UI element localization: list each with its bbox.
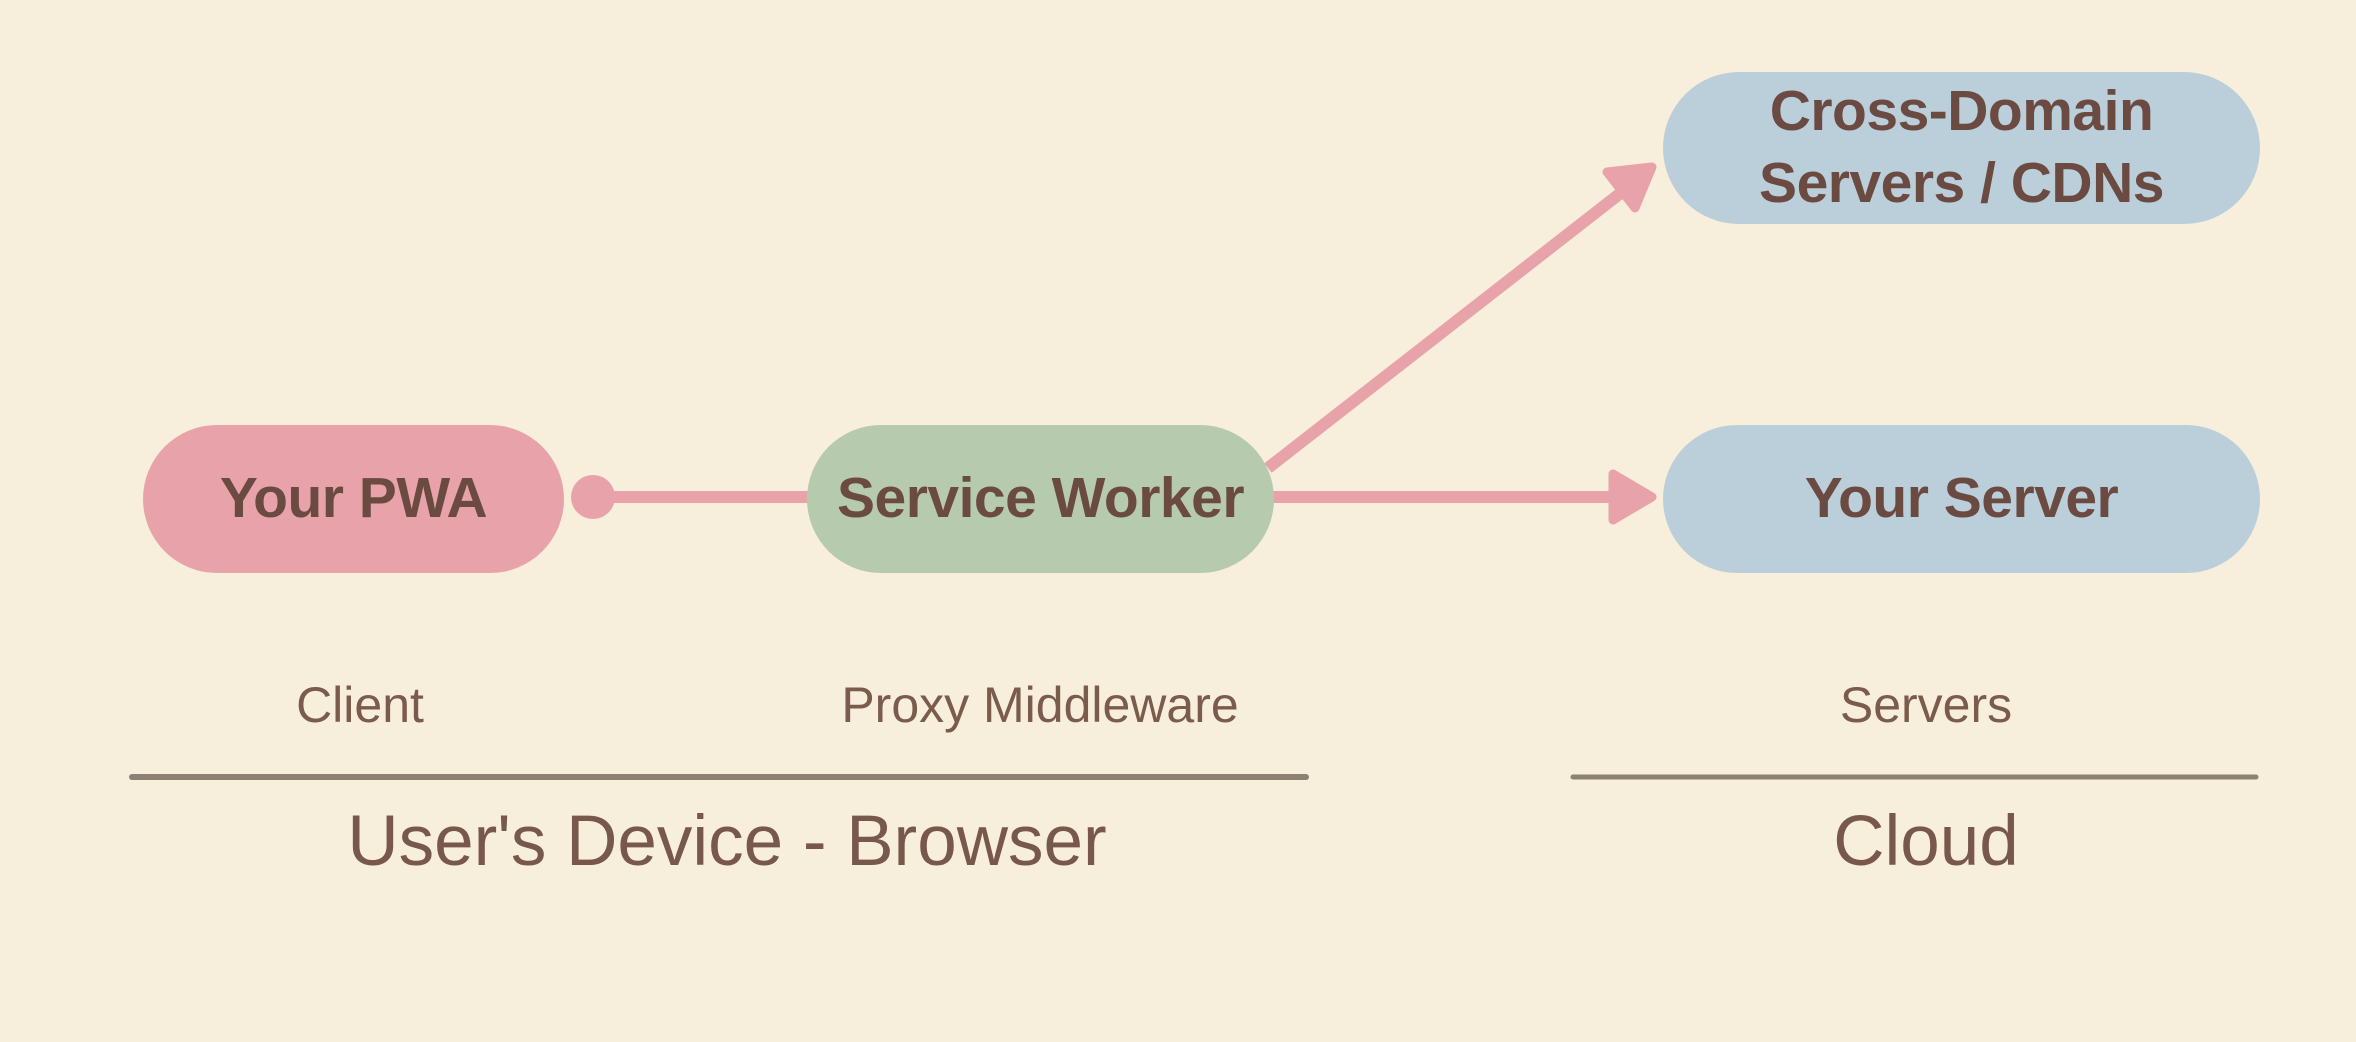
- node-service-worker-label: Service Worker: [836, 466, 1245, 531]
- node-cross-domain-servers: Cross-Domain Servers / CDNs: [1663, 72, 2260, 224]
- arrowhead-icon: [1602, 162, 1657, 213]
- label-users-device-browser: User's Device - Browser: [347, 802, 1107, 881]
- node-your-server-label: Your Server: [1804, 466, 2119, 531]
- arrowhead-icon: [1608, 469, 1657, 525]
- label-servers: Servers: [1839, 677, 2013, 733]
- node-your-pwa-label: Your PWA: [219, 466, 488, 531]
- node-cross-domain-label-line2: Servers / CDNs: [1759, 151, 2164, 215]
- label-cloud: Cloud: [1833, 802, 2019, 881]
- arrow-service-worker-to-cross-domain: [1264, 162, 1657, 473]
- node-cross-domain-label-line1: Cross-Domain: [1769, 79, 2154, 144]
- node-service-worker: Service Worker: [807, 425, 1274, 573]
- label-proxy-middleware: Proxy Middleware: [841, 677, 1239, 733]
- node-cross-domain-label: Cross-Domain Servers / CDNs: [1759, 76, 2164, 220]
- node-your-server: Your Server: [1663, 425, 2260, 573]
- node-your-pwa: Your PWA: [143, 425, 564, 573]
- label-client: Client: [296, 677, 424, 733]
- connection-dot: [571, 475, 615, 519]
- arrow-service-worker-to-your-server: [1270, 469, 1657, 525]
